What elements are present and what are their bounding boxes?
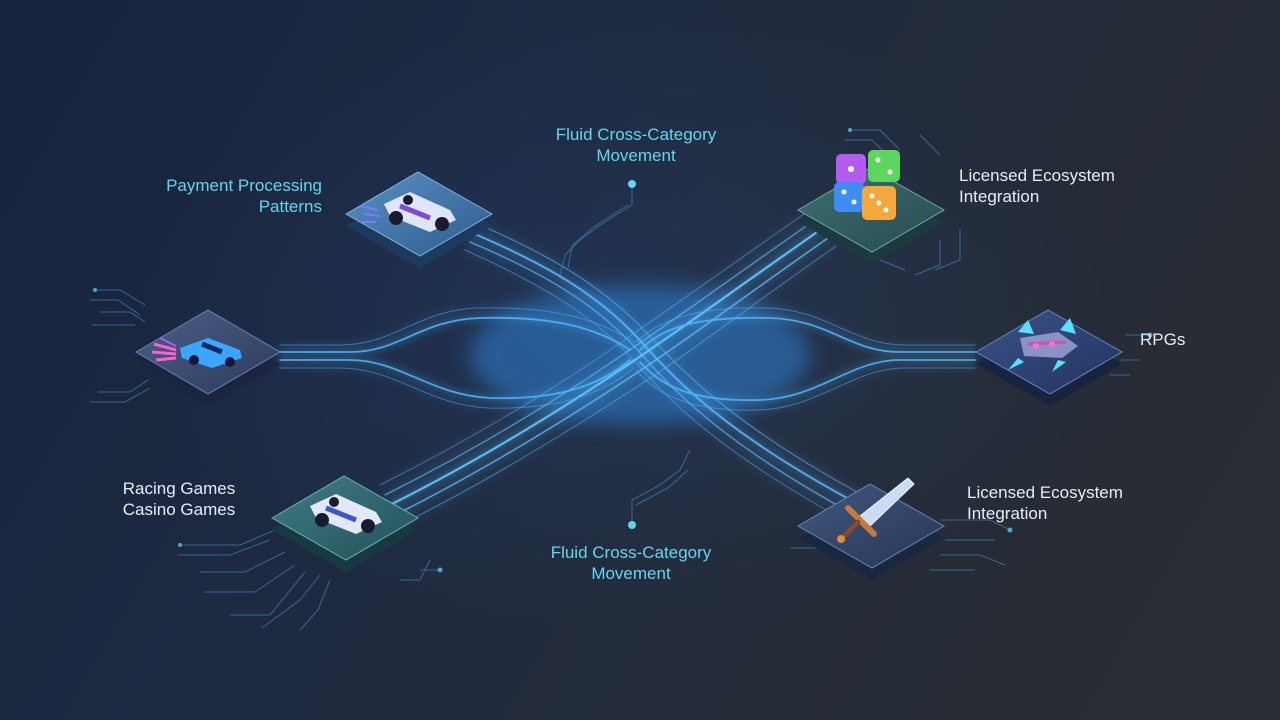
label-middle-right-line1: RPGs bbox=[1140, 330, 1186, 349]
label-lower-left-line1: Racing Games bbox=[122, 479, 236, 498]
pin-bottom bbox=[628, 521, 636, 529]
node-lower-left bbox=[270, 475, 420, 572]
label-lower-left-line2: Casino Games bbox=[122, 500, 236, 519]
label-lower-left: Racing Games Casino Games bbox=[104, 478, 254, 520]
spaceship-icon bbox=[1008, 318, 1078, 372]
label-bottom-center: Fluid Cross-Category Movement bbox=[526, 542, 736, 584]
dice-icon bbox=[834, 150, 900, 220]
stream-right-loop bbox=[635, 307, 976, 411]
label-upper-right: Licensed Ecosystem Integration bbox=[959, 165, 1159, 207]
label-lower-right-line1: Licensed Ecosystem bbox=[967, 483, 1123, 502]
node-lower-right bbox=[796, 477, 946, 580]
node-middle-right bbox=[974, 309, 1124, 406]
stream-upper-left-to-lower-right bbox=[464, 224, 869, 523]
label-top-center: Fluid Cross-Category Movement bbox=[531, 124, 741, 166]
label-upper-right-line1: Licensed Ecosystem bbox=[959, 166, 1115, 185]
label-top-center-line1: Fluid Cross-Category bbox=[555, 125, 717, 144]
node-middle-left bbox=[135, 309, 281, 406]
label-upper-left-line2: Patterns bbox=[258, 197, 322, 216]
label-upper-left-line1: Payment Processing bbox=[166, 176, 322, 195]
label-lower-right: Licensed Ecosystem Integration bbox=[967, 482, 1167, 524]
stream-lower-left-to-upper-right bbox=[379, 213, 837, 526]
stream-left-loop bbox=[279, 307, 635, 409]
central-glow bbox=[470, 285, 810, 425]
label-lower-right-line2: Integration bbox=[967, 504, 1048, 523]
race-car-icon bbox=[359, 192, 456, 232]
node-upper-right bbox=[796, 150, 946, 264]
race-car-icon bbox=[310, 494, 382, 534]
data-streams bbox=[279, 213, 976, 526]
label-bottom-center-line2: Movement bbox=[591, 564, 671, 583]
sword-icon bbox=[837, 477, 915, 543]
label-upper-right-line2: Integration bbox=[959, 187, 1040, 206]
node-upper-left bbox=[344, 171, 494, 268]
label-upper-left: Payment Processing Patterns bbox=[120, 175, 322, 217]
pin-top bbox=[628, 180, 636, 188]
sports-car-icon bbox=[151, 337, 242, 368]
connector-pins bbox=[93, 128, 1153, 573]
label-top-center-line2: Movement bbox=[596, 146, 676, 165]
label-bottom-center-line1: Fluid Cross-Category bbox=[550, 543, 712, 562]
label-middle-right: RPGs bbox=[1140, 329, 1220, 350]
